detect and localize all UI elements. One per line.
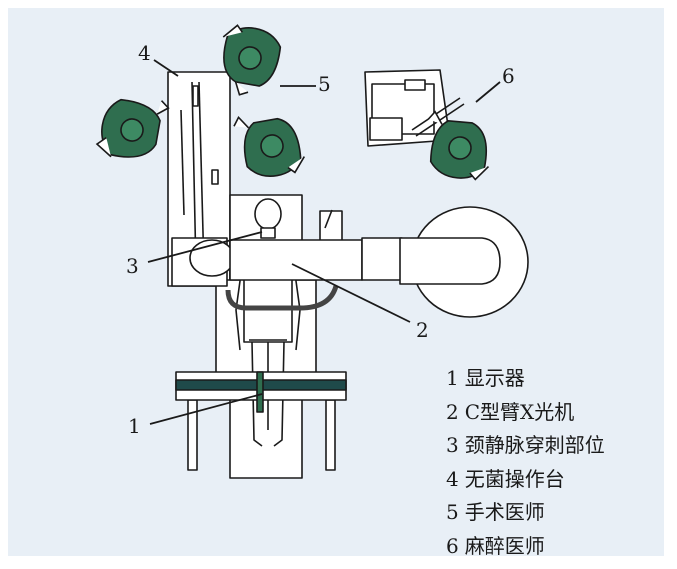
monitor [175,371,347,471]
legend-label: 手术医师 [464,500,545,524]
legend-number: 5 [446,500,459,524]
callout-2: 2 [416,318,429,342]
anesthesia-machine [364,69,465,147]
callout-5: 5 [318,72,331,96]
legend-label: 颈静脉穿刺部位 [464,433,605,457]
legend-label: 显示器 [464,366,525,390]
surgeon-figure [95,98,170,158]
legend-number: 6 [446,533,459,558]
legend-label: 麻醉医师 [464,533,545,558]
legend-number: 4 [446,466,459,491]
leader-line-4 [153,59,179,77]
legend-label: 无菌操作台 [464,466,565,491]
legend-label: C型臂X光机 [464,399,575,424]
surgeon-figure [233,116,306,177]
diagram-background [8,8,664,556]
leader-line-3 [147,231,263,263]
legend-number: 3 [446,433,459,457]
anesthesiologist-figure [427,110,490,181]
leader-line-2 [291,263,411,323]
legend-number: 1 [446,366,459,390]
callout-1: 1 [128,414,141,438]
callout-3: 3 [126,254,139,278]
callout-4: 4 [138,41,151,65]
surgeon-figure [222,24,282,96]
c-arm-xray-machine [171,206,529,318]
leader-line-6 [475,81,501,103]
legend-number: 2 [446,399,459,424]
callout-6: 6 [502,64,515,88]
leader-line-1 [149,393,263,425]
